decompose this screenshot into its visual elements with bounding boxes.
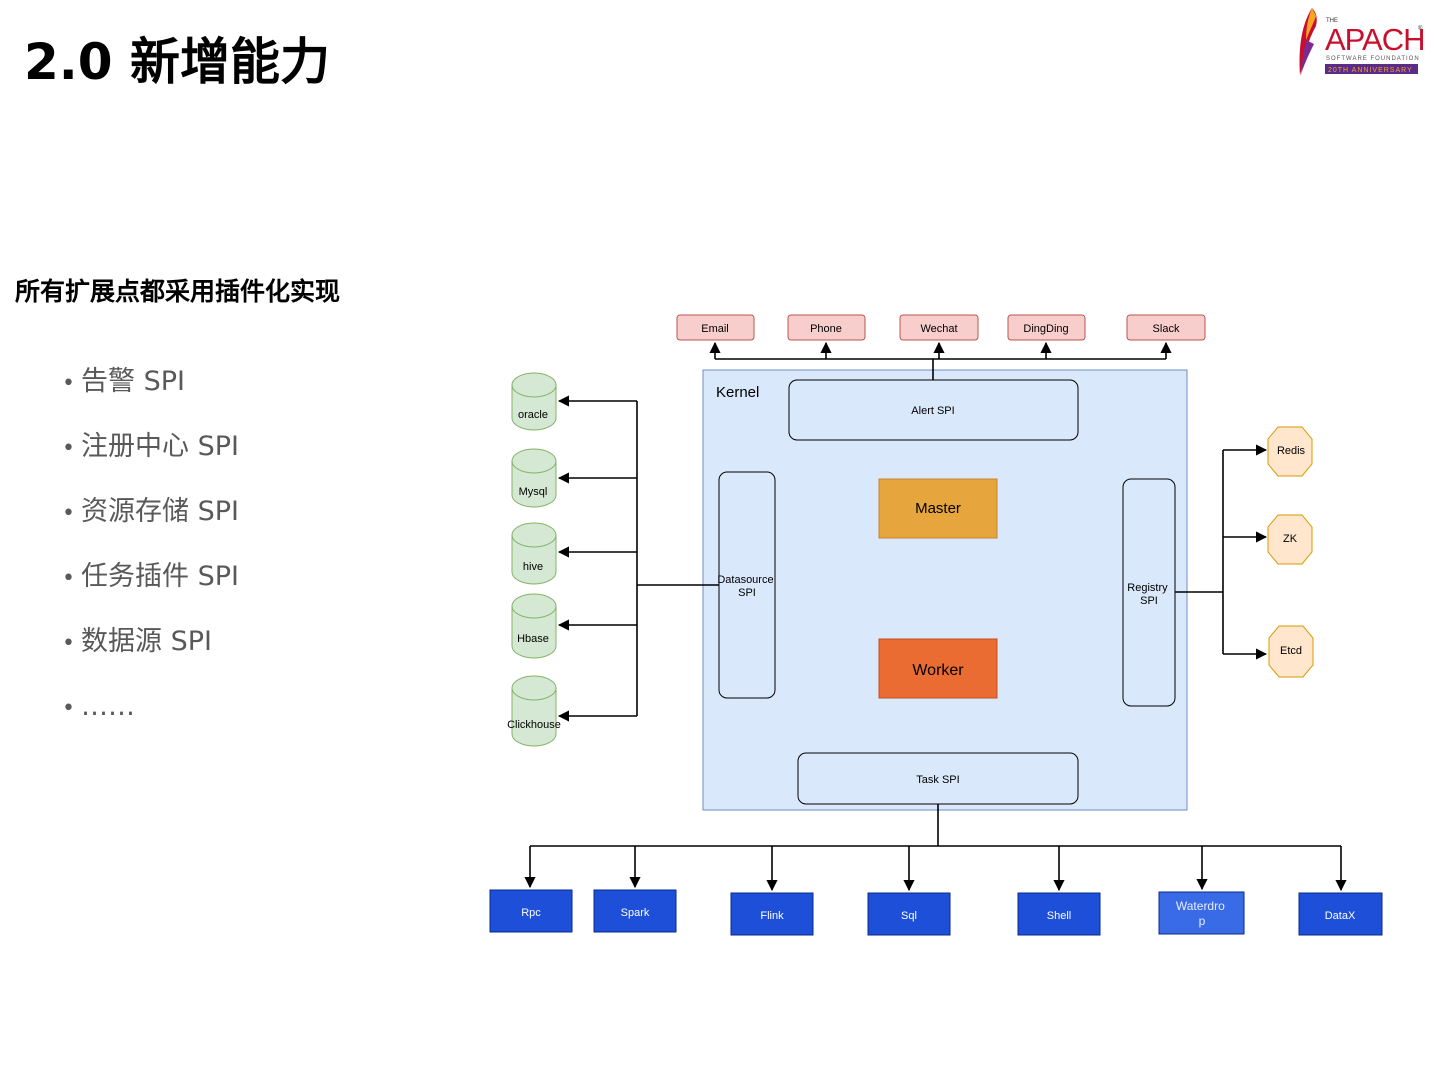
task-label: Waterdro p [1176, 899, 1228, 928]
alert-target-dingding [1007, 314, 1086, 341]
bullet-item: •告警 SPI [62, 366, 185, 397]
task-rpc: Rpc [489, 889, 573, 933]
tasks: Rpc Spark Flink Sql Shell Waterdro p D [489, 889, 1383, 936]
alert-target-label: Slack [1153, 323, 1180, 335]
task-label: Spark [621, 907, 650, 919]
alert-target-phone [787, 314, 866, 341]
task-label: Flink [760, 910, 784, 922]
task-datax: DataX [1298, 892, 1383, 936]
bullet-list: •告警 SPI •注册中心 SPI •资源存储 SPI •任务插件 SPI •数… [62, 358, 239, 748]
bullet-item: •注册中心 SPI [62, 431, 239, 462]
master-box [878, 478, 998, 539]
registry-label: Redis [1277, 445, 1306, 457]
bullet-item: •…… [62, 691, 135, 722]
datasource-label: Clickhouse [507, 719, 561, 731]
datasource-oracle: oracle [511, 372, 557, 431]
alert-target-label: DingDing [1023, 323, 1068, 335]
registry-redis: Redis [1267, 426, 1313, 477]
alert-target-label: Phone [810, 323, 842, 335]
task-label: Rpc [521, 907, 541, 919]
logo-anniversary: 20TH ANNIVERSARY [1328, 67, 1413, 74]
alert-target-wechat [899, 314, 979, 341]
logo-name: APACHE [1325, 22, 1424, 57]
datasource-connectors [557, 395, 719, 722]
datasource-spi-label: Datasource SPI [717, 574, 776, 599]
bullet-item: •资源存储 SPI [62, 496, 239, 527]
logo-tm: ® [1418, 25, 1423, 32]
task-flink: Flink [730, 892, 814, 936]
task-label: Sql [901, 910, 917, 922]
registry-spi-label: Registry SPI [1127, 582, 1170, 607]
alert-connectors [709, 341, 1172, 380]
alert-target-slack [1126, 314, 1206, 341]
registries: Redis ZK Etcd [1267, 426, 1314, 678]
registry-zk: ZK [1267, 514, 1313, 565]
registry-etcd: Etcd [1268, 625, 1314, 678]
logo-foundation: SOFTWARE FOUNDATION [1326, 56, 1420, 62]
datasource-label: Hbase [517, 633, 549, 645]
registry-label: ZK [1283, 533, 1298, 545]
datasource-hive: hive [511, 522, 557, 585]
datasource-hbase: Hbase [511, 593, 557, 659]
task-spi-label: Task SPI [916, 774, 959, 786]
task-spark: Spark [593, 889, 677, 933]
task-sql: Sql [867, 892, 951, 936]
registry-label: Etcd [1280, 645, 1302, 657]
bullet-item: •任务插件 SPI [62, 561, 239, 592]
alert-target-email [676, 314, 755, 341]
task-waterdrop: Waterdro p [1158, 891, 1245, 935]
registry-connectors [1175, 444, 1268, 660]
slide-subtitle: 所有扩展点都采用插件化实现 [15, 277, 341, 306]
task-label: Shell [1047, 910, 1071, 922]
datasource-label: hive [523, 561, 543, 573]
alert-targets: Email Phone Wechat DingDing Slack [676, 314, 1206, 341]
alert-spi-label: Alert SPI [911, 405, 954, 417]
logo-the: THE [1326, 18, 1338, 24]
datasource-clickhouse: Clickhouse [507, 675, 561, 747]
worker-label: Worker [912, 662, 964, 679]
bullet-item: •数据源 SPI [62, 626, 212, 657]
apache-logo: THE APACHE ® SOFTWARE FOUNDATION 20TH AN… [1299, 8, 1424, 76]
slide-title: 2.0 新增能力 [24, 33, 330, 91]
worker-box [878, 638, 998, 699]
datasource-label: Mysql [519, 486, 548, 498]
kernel-box [702, 369, 1188, 811]
alert-target-label: Wechat [920, 323, 957, 335]
datasources: oracle Mysql hive Hbase Clickhouse [507, 372, 561, 747]
datasource-mysql: Mysql [511, 448, 557, 508]
task-label: DataX [1325, 910, 1356, 922]
master-label: Master [915, 500, 961, 517]
alert-target-label: Email [701, 323, 729, 335]
kernel-label: Kernel [716, 384, 759, 401]
task-connectors [524, 804, 1347, 892]
task-shell: Shell [1017, 892, 1101, 936]
datasource-label: oracle [518, 409, 548, 421]
